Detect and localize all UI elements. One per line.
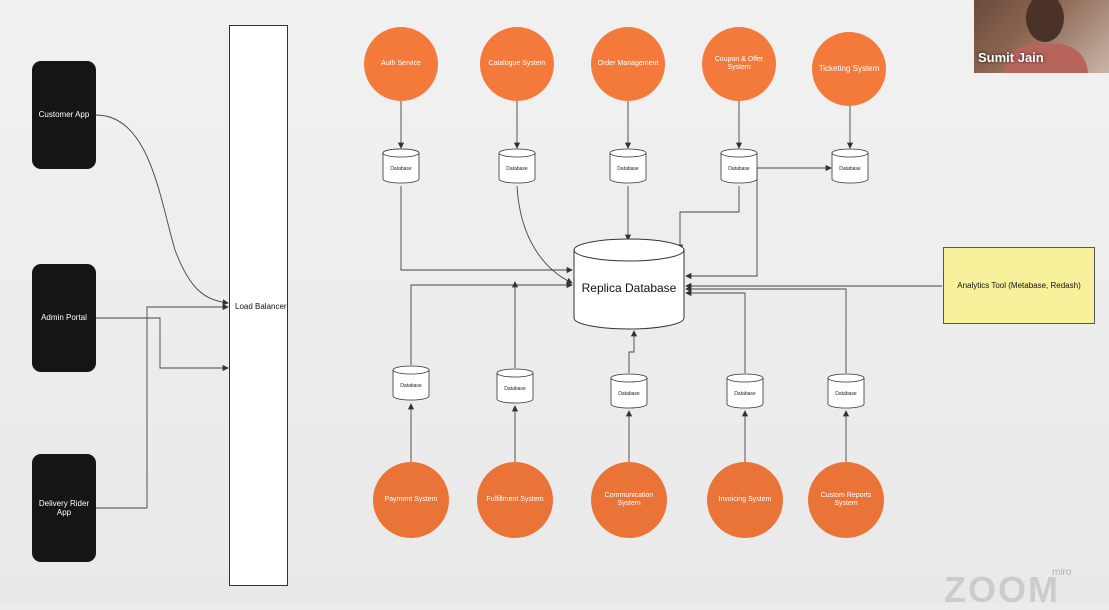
database-label: Database bbox=[728, 166, 750, 172]
database-label: Database bbox=[839, 166, 861, 172]
database-icon bbox=[498, 148, 536, 184]
edge-reports-db-replica bbox=[685, 285, 847, 373]
load-balancer-label: Load Balancer bbox=[235, 302, 287, 311]
database-label: Database bbox=[504, 386, 526, 392]
service-label: Communication System bbox=[604, 491, 654, 507]
load-balancer-node[interactable]: Load Balancer bbox=[229, 25, 288, 586]
database-label: Database bbox=[506, 166, 528, 172]
edge-admin-portal-lb bbox=[96, 317, 229, 372]
client-delivery-rider-app[interactable]: Delivery Rider App bbox=[32, 454, 96, 562]
service-label: Auth Service bbox=[381, 59, 421, 67]
database-icon bbox=[609, 148, 647, 184]
client-label: Delivery Rider App bbox=[38, 498, 90, 517]
database-label: Database bbox=[390, 166, 412, 172]
database-coupon[interactable]: Database bbox=[720, 148, 758, 184]
service-invoicing[interactable]: Invoicing System bbox=[707, 462, 783, 538]
edge-customer-app-lb bbox=[95, 114, 229, 306]
service-payment[interactable]: Payment System bbox=[373, 462, 449, 538]
database-ticketing[interactable]: Database bbox=[831, 148, 869, 184]
replica-database[interactable]: Replica Database bbox=[573, 238, 685, 330]
service-label: Custom Reports System bbox=[820, 491, 872, 507]
service-label: Invoicing System bbox=[718, 495, 772, 503]
service-auth[interactable]: Auth Service bbox=[364, 27, 438, 101]
service-ticketing[interactable]: Ticketing System bbox=[812, 32, 886, 106]
service-communication[interactable]: Communication System bbox=[591, 462, 667, 538]
participant-name: Sumit Jain bbox=[978, 50, 1044, 65]
client-customer-app[interactable]: Customer App bbox=[32, 61, 96, 169]
service-label: Coupon & Offer System bbox=[714, 55, 764, 71]
replica-label: Replica Database bbox=[581, 281, 677, 295]
client-label: Admin Portal bbox=[41, 313, 87, 323]
database-icon bbox=[827, 373, 865, 409]
edge-auth-db-replica bbox=[400, 186, 573, 274]
edge-ticketing-db-replica bbox=[685, 168, 758, 280]
service-label: Payment System bbox=[384, 495, 438, 503]
database-fulfillment[interactable]: Database bbox=[496, 368, 534, 404]
database-label: Database bbox=[618, 391, 640, 397]
database-icon bbox=[831, 148, 869, 184]
edge-payment-db-replica bbox=[410, 281, 573, 365]
analytics-tool[interactable]: Analytics Tool (Metabase, Redash) bbox=[943, 247, 1095, 324]
database-reports[interactable]: Database bbox=[827, 373, 865, 409]
service-order-management[interactable]: Order Management bbox=[591, 27, 665, 101]
client-admin-portal[interactable]: Admin Portal bbox=[32, 264, 96, 372]
analytics-label: Analytics Tool (Metabase, Redash) bbox=[957, 281, 1081, 290]
miro-watermark: miro bbox=[1052, 567, 1072, 578]
participant-body bbox=[1004, 44, 1088, 73]
database-communication[interactable]: Database bbox=[610, 373, 648, 409]
database-label: Database bbox=[400, 383, 422, 389]
edge-communication-db-replica bbox=[628, 330, 638, 373]
service-custom-reports[interactable]: Custom Reports System bbox=[808, 462, 884, 538]
service-label: Catalogue System bbox=[488, 59, 546, 67]
database-label: Database bbox=[734, 391, 756, 397]
database-icon bbox=[382, 148, 420, 184]
client-label: Customer App bbox=[38, 110, 90, 120]
service-catalogue[interactable]: Catalogue System bbox=[480, 27, 554, 101]
database-icon bbox=[720, 148, 758, 184]
database-icon bbox=[496, 368, 534, 404]
service-label: Order Management bbox=[597, 59, 659, 67]
webcam-tile[interactable]: Sumit Jain bbox=[974, 0, 1109, 73]
database-auth[interactable]: Database bbox=[382, 148, 420, 184]
database-icon bbox=[392, 365, 430, 401]
service-label: Fulfillment System bbox=[486, 495, 544, 503]
database-order[interactable]: Database bbox=[609, 148, 647, 184]
database-icon bbox=[610, 373, 648, 409]
participant-avatar bbox=[1026, 0, 1064, 42]
edge-coupon-db-replica bbox=[676, 186, 740, 251]
database-payment[interactable]: Database bbox=[392, 365, 430, 401]
edge-invoicing-db-replica bbox=[685, 289, 746, 373]
database-invoicing[interactable]: Database bbox=[726, 373, 764, 409]
service-fulfillment[interactable]: Fulfillment System bbox=[477, 462, 553, 538]
database-catalogue[interactable]: Database bbox=[498, 148, 536, 184]
database-icon bbox=[573, 238, 685, 330]
database-label: Database bbox=[835, 391, 857, 397]
service-coupon-offer[interactable]: Coupon & Offer System bbox=[702, 27, 776, 101]
database-label: Database bbox=[617, 166, 639, 172]
edge-catalogue-db-replica bbox=[516, 185, 573, 284]
database-icon bbox=[726, 373, 764, 409]
zoom-watermark: ZOOM bbox=[944, 569, 1060, 610]
service-label: Ticketing System bbox=[818, 64, 880, 74]
edge-rider-app-lb bbox=[96, 303, 229, 509]
